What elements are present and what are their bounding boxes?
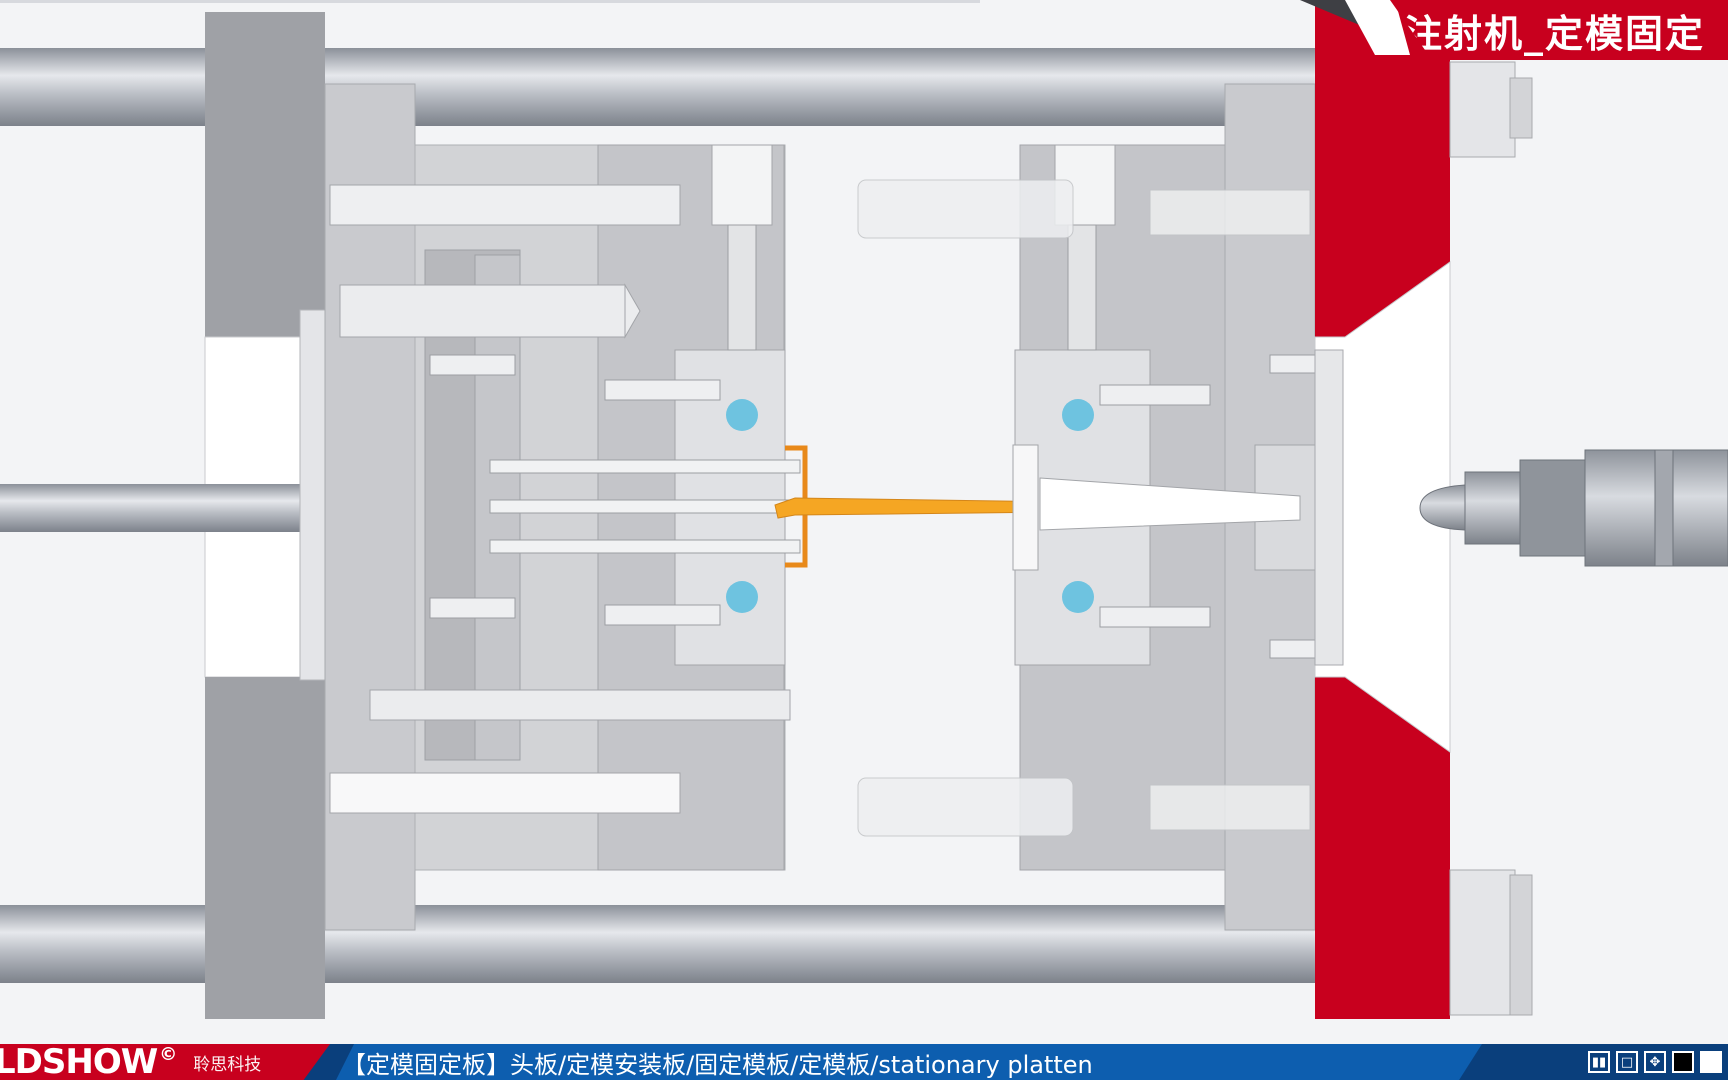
footer-bar: LDSHOW © 聆思科技 【定模固定板】头板/定模安装板/固定模板/定模板/s… xyxy=(0,1044,1728,1080)
injection-machine-diagram xyxy=(0,0,1728,1019)
brand-company: 聆思科技 xyxy=(193,1054,262,1075)
cooling-channel-moving-2 xyxy=(726,581,758,613)
part-caption: 【定模固定板】头板/定模安装板/固定模板/定模板/stationary plat… xyxy=(336,1044,1482,1080)
support-pin xyxy=(339,284,626,338)
stationary-platen-lower xyxy=(1315,677,1450,1019)
clamp-bolt-bottom xyxy=(329,772,681,814)
parting-recess xyxy=(1012,444,1039,571)
screw-fixed-2 xyxy=(1099,606,1211,628)
banner-accent-light xyxy=(1345,0,1410,55)
page-title: 注射机_定模固定 xyxy=(1390,0,1728,60)
clamp-bolt-top xyxy=(329,184,681,226)
fixed-bolt-top xyxy=(1149,189,1311,236)
black-square-icon[interactable] xyxy=(1672,1051,1694,1073)
screw-fixed-1 xyxy=(1099,384,1211,406)
cooling-channel-fixed-2 xyxy=(1062,581,1094,613)
guide-pin-ghost-top xyxy=(857,179,1074,239)
return-pin xyxy=(369,689,791,721)
screw-moving-3 xyxy=(429,354,516,376)
sprue-channel xyxy=(1039,477,1301,531)
ejector-pin-1 xyxy=(489,459,801,474)
moving-platen-lower xyxy=(205,677,325,1019)
ejector-pin-3 xyxy=(489,539,801,554)
cooling-channel-moving-1 xyxy=(726,399,758,431)
nozzle-body xyxy=(1464,471,1521,545)
screw-moving-2 xyxy=(604,604,721,626)
white-square-icon[interactable] xyxy=(1700,1051,1722,1073)
tie-bar-nut-top xyxy=(1449,61,1516,158)
brand-logo: LDSHOW © 聆思科技 xyxy=(0,1044,330,1080)
fixed-bolt-bottom xyxy=(1149,784,1311,831)
tie-bar-nut-bottom-cap xyxy=(1509,874,1533,1016)
playback-controls: ▮▮ □ ✥ xyxy=(1496,1044,1728,1080)
barrel-band xyxy=(1654,449,1674,567)
pause-icon[interactable]: ▮▮ xyxy=(1588,1051,1610,1073)
stationary-platen-upper xyxy=(1315,0,1450,337)
screw-moving-4 xyxy=(429,597,516,619)
move-icon[interactable]: ✥ xyxy=(1644,1051,1666,1073)
guide-pin-moving xyxy=(727,224,757,351)
stationary-platen-center xyxy=(1314,261,1451,753)
copyright-mark: © xyxy=(159,1044,178,1065)
moving-platen-upper xyxy=(205,12,325,337)
top-strip xyxy=(0,0,980,3)
cooling-channel-fixed-1 xyxy=(1062,399,1094,431)
nozzle-tip xyxy=(1419,484,1466,531)
tie-bar-nut-top-cap xyxy=(1509,77,1533,139)
locating-ring-fixed xyxy=(1314,349,1344,666)
guide-pin-ghost-bottom xyxy=(857,777,1074,837)
guide-pin-fixed xyxy=(1067,224,1097,351)
brand-name: LDSHOW xyxy=(0,1044,158,1080)
tie-bar-nut-bottom xyxy=(1449,869,1516,1016)
tie-bar-top xyxy=(0,48,1330,126)
tie-bar-bottom xyxy=(0,905,1330,983)
support-pin-tip xyxy=(624,283,641,339)
ejector-pin-2 xyxy=(489,499,801,514)
nozzle-hex xyxy=(1519,459,1586,557)
guide-bushing-moving xyxy=(711,144,773,226)
stop-icon[interactable]: □ xyxy=(1616,1051,1638,1073)
screw-moving-1 xyxy=(604,379,721,401)
